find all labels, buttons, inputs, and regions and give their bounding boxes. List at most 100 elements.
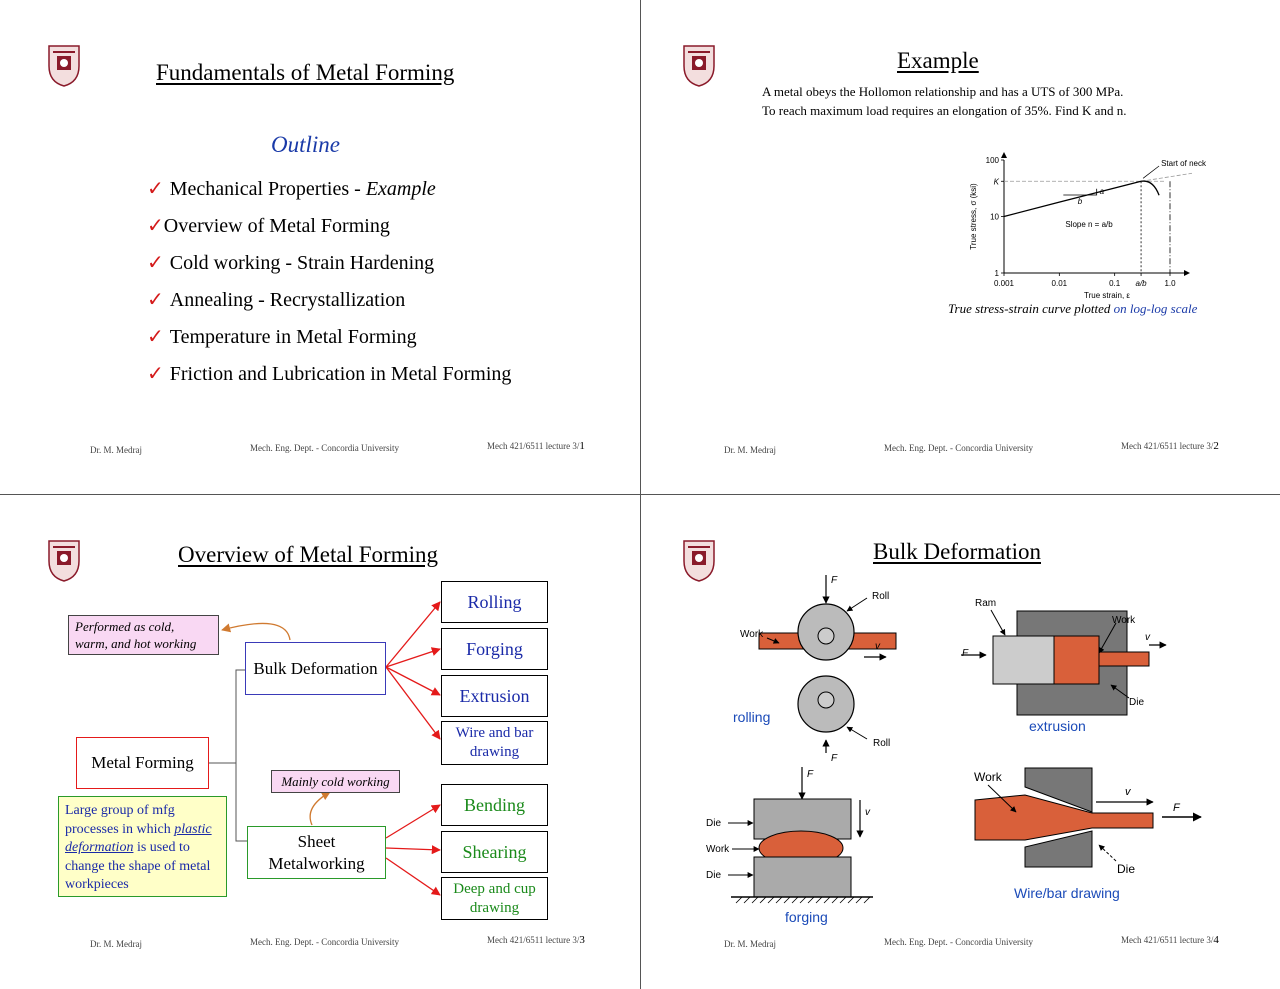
footer-page: Mech 421/6511 lecture 3/4: [1121, 934, 1219, 946]
slide-2[interactable]: Example A metal obeys the Hollomon relat…: [641, 0, 1280, 494]
necking-pointer: [1142, 165, 1160, 179]
outline-item: ✓Temperature in Metal Forming: [147, 326, 417, 348]
problem-line-1: A metal obeys the Hollomon relationship …: [762, 84, 1124, 99]
footer-dept: Mech. Eng. Dept. - Concordia University: [884, 443, 1033, 453]
horizontal-divider: [0, 494, 1280, 495]
y-tick-label: 100: [986, 156, 1000, 165]
forging-work: Work: [706, 844, 730, 855]
slope-a-label: a: [1100, 187, 1105, 196]
forging-diagram: F v Die Work Die forging: [706, 767, 873, 925]
rolling-f-top: F: [831, 575, 838, 586]
slope-extension: [1141, 172, 1193, 182]
note-sheet-working: Mainly cold working: [271, 770, 400, 793]
drawing-v: v: [1125, 786, 1132, 798]
x-axis-arrow: [1184, 270, 1190, 276]
necking-annotation: Start of necking: [1161, 159, 1206, 168]
slide-title: Overview of Metal Forming: [178, 542, 438, 567]
y-axis-arrow: [1001, 152, 1007, 158]
x-tick-label: 0.1: [1109, 279, 1121, 288]
footer-page: Mech 421/6511 lecture 3/1: [487, 440, 585, 452]
extrusion-work: Work: [1112, 615, 1136, 626]
slide-title: Bulk Deformation: [873, 539, 1041, 564]
footer-author: Dr. M. Medraj: [724, 445, 776, 455]
checkmark-icon: ✓: [147, 326, 164, 348]
problem-line-2: To reach maximum load requires an elonga…: [762, 103, 1127, 118]
rolling-f-bottom: F: [831, 753, 838, 764]
footer-author: Dr. M. Medraj: [724, 939, 776, 949]
note-bulk-working: Performed as cold,warm, and hot working: [68, 615, 219, 655]
series-line: [1003, 180, 1142, 218]
x-tick-label: a/b: [1136, 279, 1148, 288]
slope-b-label: b: [1078, 197, 1083, 206]
footer-dept: Mech. Eng. Dept. - Concordia University: [250, 443, 399, 453]
extrusion-diagram: Ram Work F v Die extrusion: [961, 598, 1167, 734]
outline-item: ✓Cold working - Strain Hardening: [147, 252, 435, 274]
outline-item: ✓Mechanical Properties - Example: [147, 178, 436, 200]
extrusion-ram: Ram: [975, 598, 996, 609]
footer-author: Dr. M. Medraj: [90, 445, 142, 455]
slide-4[interactable]: Bulk Deformation F Roll Work v rolling R…: [641, 495, 1280, 989]
extrusion-label: extrusion: [1029, 718, 1086, 734]
slide-1[interactable]: Fundamentals of Metal Forming Outline ✓M…: [0, 0, 640, 494]
university-logo-icon: [48, 45, 80, 87]
flow-connectors: [209, 601, 441, 896]
checkmark-icon: ✓: [147, 215, 164, 237]
wire-drawing-diagram: Work v F Die Wire/bar drawing: [974, 767, 1202, 901]
slope-annotation: Slope n = a/b: [1065, 220, 1113, 229]
rolling-roll-bottom: Roll: [873, 738, 890, 749]
footer-page: Mech 421/6511 lecture 3/2: [1121, 440, 1219, 452]
metal-forming-box: Metal Forming: [76, 737, 209, 789]
checkmark-icon: ✓: [147, 363, 164, 385]
drawing-work: Work: [974, 770, 1003, 784]
extrusion-die: Die: [1129, 697, 1144, 708]
extrusion-box: Extrusion: [441, 675, 548, 717]
deep-cup-drawing-box: Deep and cup drawing: [441, 877, 548, 920]
forging-box: Forging: [441, 628, 548, 670]
rolling-label: rolling: [733, 709, 770, 725]
rolling-box: Rolling: [441, 581, 548, 623]
x-tick-label: 1.0: [1164, 279, 1176, 288]
slope-triangle: [1063, 188, 1098, 196]
wire-bar-drawing-box: Wire and bar drawing: [441, 721, 548, 765]
footer-page: Mech 421/6511 lecture 3/3: [487, 934, 585, 946]
drawing-die: Die: [1117, 862, 1135, 876]
shearing-box: Shearing: [441, 831, 548, 873]
university-logo-icon: [48, 540, 80, 582]
footer-dept: Mech. Eng. Dept. - Concordia University: [884, 937, 1033, 947]
x-tick-label: 0.01: [1052, 279, 1068, 288]
slide-3[interactable]: Overview of Metal Forming Performed as c…: [0, 495, 640, 989]
checkmark-icon: ✓: [147, 178, 164, 200]
bulk-deformation-diagrams: F Roll Work v rolling Roll F Ram Work F …: [706, 575, 1202, 925]
drawing-label: Wire/bar drawing: [1014, 885, 1120, 901]
outline-item: ✓Annealing - Recrystallization: [147, 289, 406, 311]
slide-title: Fundamentals of Metal Forming: [156, 60, 455, 85]
rolling-v: v: [875, 641, 881, 652]
chart-caption: True stress-strain curve plotted on log-…: [948, 301, 1198, 316]
footer-dept: Mech. Eng. Dept. - Concordia University: [250, 937, 399, 947]
necking-curve: [1140, 180, 1160, 196]
process-description: Large group of mfg processes in which pl…: [58, 796, 227, 897]
outline-item: ✓Friction and Lubrication in Metal Formi…: [147, 363, 512, 385]
forging-die-top: Die: [706, 818, 721, 829]
y-axis-label: True stress, σ (ksi): [969, 183, 978, 250]
forging-v: v: [865, 807, 871, 818]
rolling-work: Work: [740, 629, 764, 640]
outline-item: ✓Overview of Metal Forming: [147, 215, 390, 237]
y-tick-label: 1: [995, 269, 1000, 278]
drawing-f: F: [1173, 802, 1181, 814]
x-axis-label: True strain, ε: [1084, 291, 1130, 300]
y-tick-label: K: [994, 177, 1000, 186]
outline-title: Outline: [271, 132, 340, 157]
rolling-roll-top: Roll: [872, 591, 889, 602]
bulk-deformation-box: Bulk Deformation: [245, 642, 386, 695]
university-logo-icon: [683, 540, 715, 582]
forging-die-bottom: Die: [706, 870, 721, 881]
forging-label: forging: [785, 909, 828, 925]
x-tick-label: 0.001: [994, 279, 1015, 288]
checkmark-icon: ✓: [147, 252, 164, 274]
y-tick-label: 10: [990, 213, 999, 222]
extrusion-f: F: [962, 648, 969, 659]
extrusion-v: v: [1145, 632, 1151, 643]
